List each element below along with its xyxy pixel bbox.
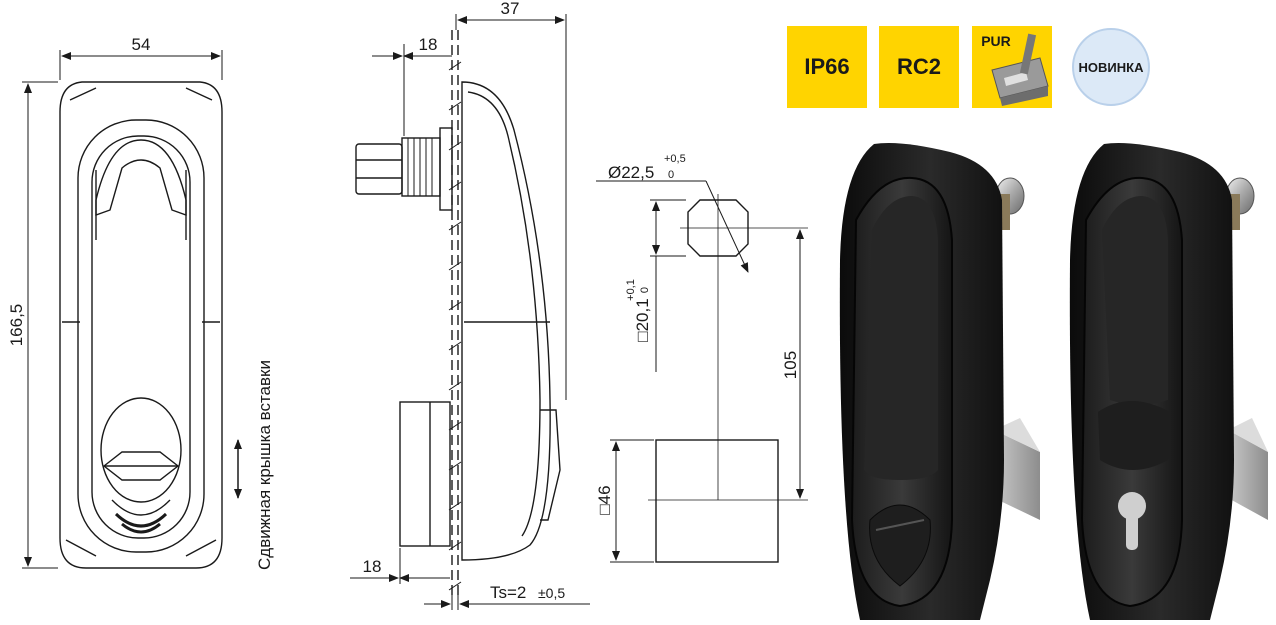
square-tol-upper: +0,1 [625, 279, 637, 301]
front-width-dimension [59, 50, 223, 80]
front-view [59, 81, 223, 569]
cutout-centerlines [648, 194, 808, 501]
side-top-offset-label: 18 [419, 35, 438, 54]
badge-pur: PUR [972, 26, 1052, 108]
front-width-label: 54 [132, 35, 151, 54]
cutout-dimensions [596, 180, 804, 563]
slide-cover [100, 397, 182, 503]
thickness-label: Ts=2 [490, 583, 526, 602]
cam-housing [399, 401, 451, 547]
hole-tol-upper: +0,5 [664, 153, 686, 165]
hole-tol-lower: 0 [668, 169, 674, 181]
hole-diameter-label: Ø22,5 [608, 163, 654, 182]
spacing-dim-label: 105 [781, 351, 800, 379]
block-cutout [655, 439, 779, 563]
block-dim-label: □46 [595, 485, 614, 514]
square-tol-lower: 0 [639, 287, 651, 293]
seal-foam-icon [991, 33, 1049, 106]
badge-ip66-label: IP66 [804, 54, 849, 79]
badge-new-label: НОВИНКА [1079, 60, 1145, 75]
thickness-tolerance: ±0,5 [538, 585, 565, 601]
handle-slot [77, 119, 205, 553]
side-view [355, 30, 561, 600]
front-height-dimension [22, 81, 58, 569]
badge-pur-label: PUR [981, 33, 1011, 49]
latch-outline [59, 81, 223, 569]
badge-rc2: RC2 [879, 26, 959, 108]
side-dimensions [350, 14, 590, 610]
side-depth-label: 37 [501, 0, 520, 18]
product-photo-right [1069, 143, 1268, 620]
badge-rc2-label: RC2 [897, 54, 941, 79]
side-bottom-offset-label: 18 [363, 557, 382, 576]
hole-cutout [687, 199, 749, 257]
badge-ip66: IP66 [787, 26, 867, 108]
key-cylinder-slot [1118, 492, 1146, 550]
product-photo-left [839, 143, 1040, 620]
latch-profile [461, 81, 551, 561]
front-height-label: 166,5 [7, 304, 26, 347]
square-dim-label: □20,1 [633, 298, 652, 341]
badge-new: НОВИНКА [1072, 28, 1150, 106]
cutout-view [655, 199, 779, 563]
slide-cover-label: Сдвижная крышка вставки [255, 360, 274, 570]
